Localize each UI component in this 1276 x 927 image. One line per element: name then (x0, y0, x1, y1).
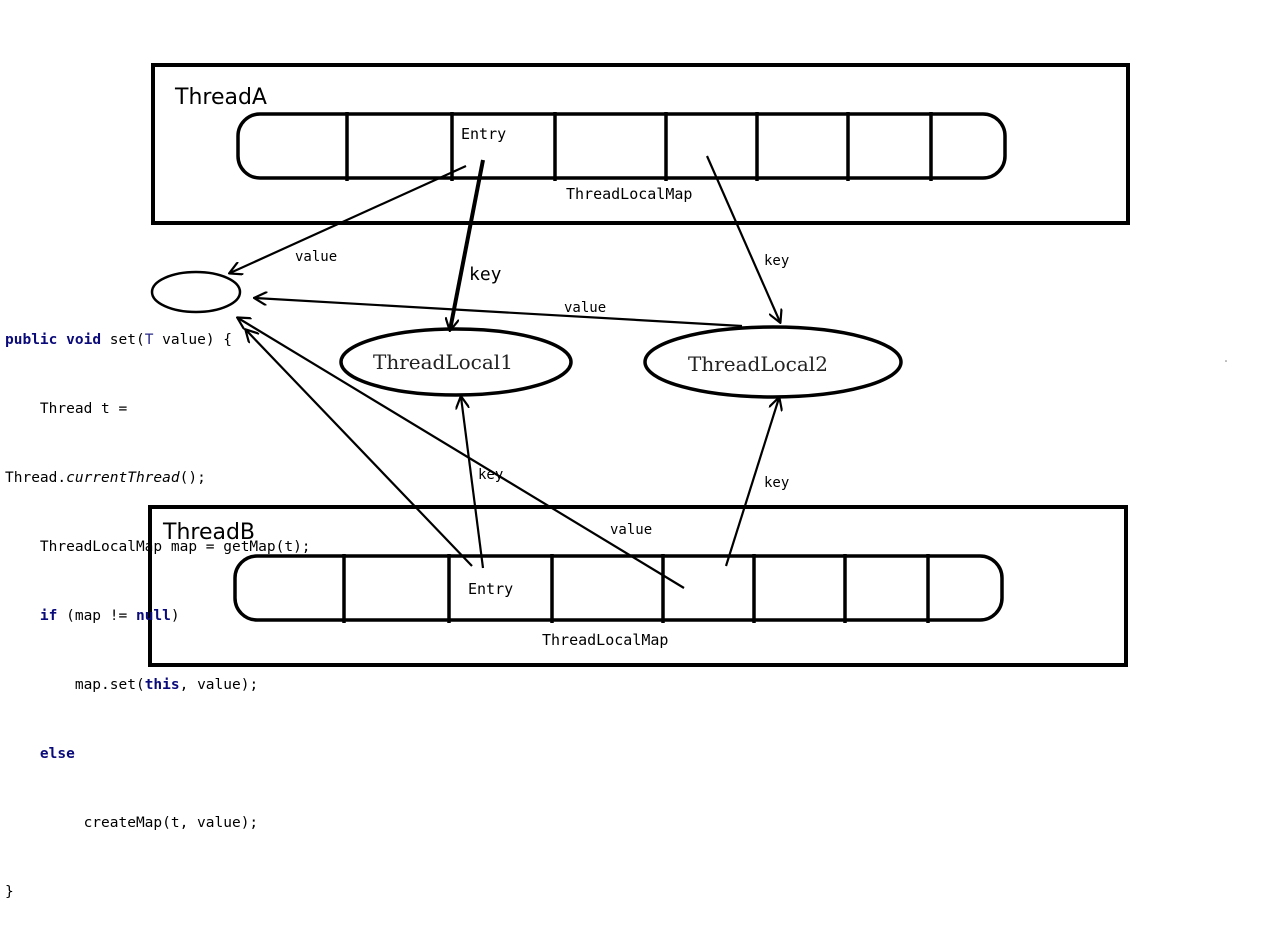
thread-b-title: ThreadB (162, 520, 255, 545)
label-b-cell-key: key (764, 475, 789, 491)
label-b-cell-value: value (610, 522, 652, 538)
thread-a-title: ThreadA (174, 85, 267, 110)
code-line-6: map.set(this, value); (5, 674, 311, 697)
arrow-b-cell-value (238, 318, 685, 589)
arrow-b-entry-key (461, 397, 485, 569)
threadlocal1-label: ThreadLocal1 (373, 350, 513, 374)
code-kw-public: public (5, 332, 58, 348)
code-args: , value); (179, 677, 259, 693)
arrow-b-entry-value (246, 330, 473, 567)
code-type: T (144, 332, 154, 348)
arrow-tl2-value (255, 298, 743, 328)
code-line-1: public void set(T value) { (5, 329, 311, 352)
thread-a-entry-label: Entry (461, 125, 506, 143)
code-kw-if: if (39, 608, 58, 624)
label-a-entry-key: key (469, 264, 502, 285)
value-param-highlight (150, 270, 242, 314)
thread-a-box (151, 63, 1130, 225)
thread-b-entry-label: Entry (468, 580, 513, 598)
thread-b-box (148, 505, 1128, 667)
code-kw-else: else (39, 746, 75, 762)
code-thread: Thread. (5, 470, 67, 486)
thread-a-map-label: ThreadLocalMap (566, 185, 692, 203)
arrow-a-entry-value (230, 164, 467, 273)
stray-dot (1225, 360, 1227, 362)
thread-b-map-label: ThreadLocalMap (542, 631, 668, 649)
code-method: set( (109, 332, 145, 348)
code-line-4: ThreadLocalMap map = getMap(t); (5, 539, 311, 555)
code-condition: (map != (57, 608, 136, 624)
arrow-a-entry-key (450, 159, 485, 330)
code-current-thread: currentThread (66, 470, 180, 486)
arrow-a-cell-key (705, 155, 780, 322)
code-line-8: createMap(t, value); (5, 815, 259, 831)
label-tl2-value: value (564, 300, 606, 316)
code-line-3: Thread.currentThread(); (5, 467, 311, 490)
code-line-9: } (5, 884, 14, 900)
code-kw-void: void (66, 332, 102, 348)
arrow-b-cell-key (724, 398, 779, 567)
code-call-end: (); (179, 470, 206, 486)
code-kw-this: this (144, 677, 180, 693)
thread-a-map-dividers (345, 112, 933, 181)
threadlocal2-label: ThreadLocal2 (688, 352, 828, 376)
thread-b-map (233, 554, 1004, 622)
label-b-entry-key: key (478, 467, 503, 483)
code-params: value) { (153, 332, 233, 348)
code-map-set: map.set( (5, 677, 145, 693)
diagram-svg: ThreadA Entry ThreadLocalMap ThreadB Ent… (148, 63, 1227, 667)
code-snippet: public void set(T value) { Thread t = Th… (5, 283, 311, 927)
thread-a-map (236, 112, 1007, 180)
label-a-entry-value: value (295, 249, 337, 265)
code-line-5: if (map != null) (5, 605, 311, 628)
code-kw-null: null (135, 608, 171, 624)
code-line-2: Thread t = (5, 401, 128, 417)
code-line-7: else (5, 743, 311, 766)
diagram-canvas: ThreadA Entry ThreadLocalMap ThreadB Ent… (5, 63, 1227, 900)
thread-b-map-dividers (342, 554, 930, 623)
label-a-cell-key: key (764, 253, 789, 269)
code-paren: ) (170, 608, 180, 624)
